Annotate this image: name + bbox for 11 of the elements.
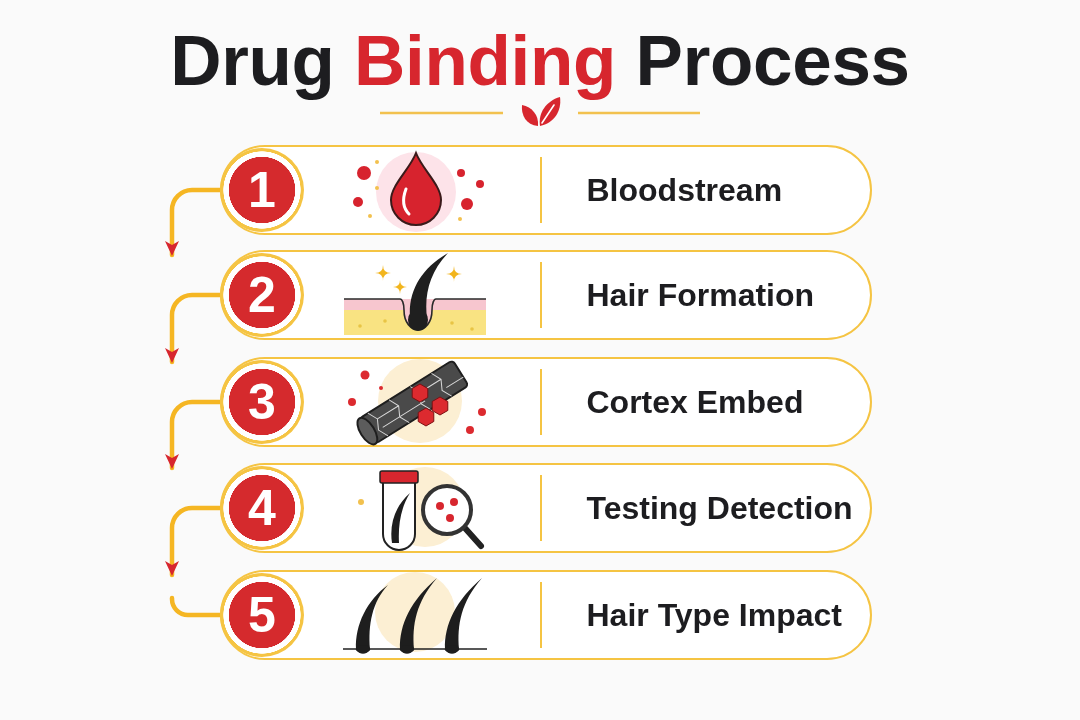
- step-number: 5: [248, 590, 276, 640]
- step-label: Testing Detection: [586, 488, 853, 528]
- title: Drug Binding Process: [170, 20, 910, 102]
- step-number: 2: [248, 270, 276, 320]
- step-number: 1: [248, 165, 276, 215]
- step-number: 3: [248, 377, 276, 427]
- step-number: 4: [248, 483, 276, 533]
- step-label: Bloodstream: [586, 170, 783, 210]
- step-label: Hair Formation: [586, 275, 815, 315]
- step-label: Cortex Embed: [586, 382, 804, 422]
- step-label: Hair Type Impact: [586, 595, 842, 635]
